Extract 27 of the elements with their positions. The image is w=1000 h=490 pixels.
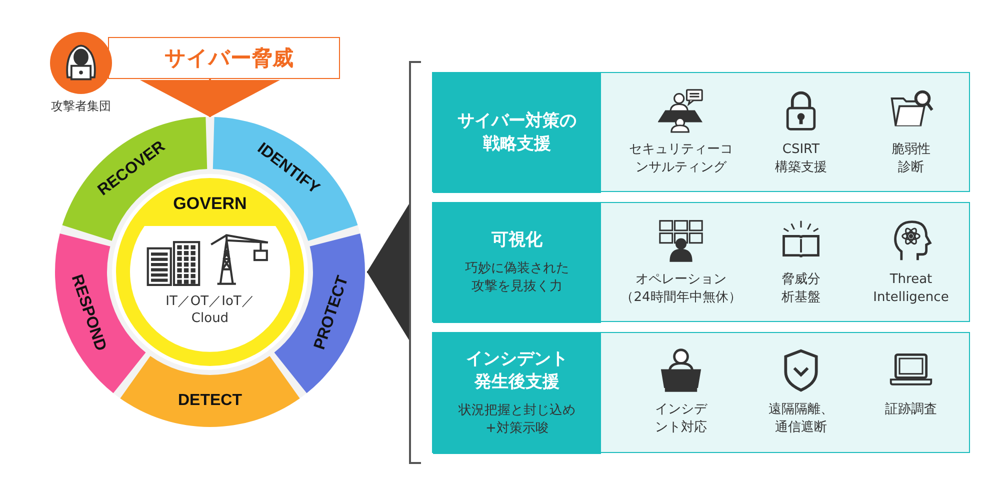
arrow: [140, 79, 280, 117]
service-row-panel: [432, 72, 970, 192]
item-label: インシデント対応: [654, 401, 708, 436]
node-label: 攻撃者集団: [50, 98, 112, 115]
item-label: Threat Intelligence: [872, 271, 950, 306]
item-label: 証跡調査: [884, 401, 938, 419]
service-row-panel: [432, 332, 970, 453]
item-label: オペレーション（24時間年中無休）: [620, 271, 742, 306]
segment-label: DETECT: [178, 392, 242, 410]
service-row-panel: [432, 202, 970, 322]
subheading-text: 状況把握と封じ込め+対策示唆: [457, 402, 576, 438]
heading-text: 可視化: [490, 229, 544, 252]
heading-panel: [433, 73, 601, 193]
heading-panel: [433, 333, 601, 454]
title-banner: サイバー脅威: [108, 37, 340, 79]
core-title: GOVERN: [172, 194, 248, 214]
heading-text: サイバー対策の戦略支援: [456, 110, 578, 156]
subheading-text: 巧妙に偽装された攻撃を見抜く力: [464, 260, 570, 296]
heading-text: インシデント発生後支援: [465, 348, 569, 394]
item-label: CSIRT 構築支援: [774, 141, 828, 176]
heading-panel: [433, 203, 601, 323]
item-label: セキュリティーコンサルティング: [628, 141, 734, 176]
arrow: [367, 204, 410, 340]
item-label: 脆弱性診断: [890, 141, 932, 176]
item-label: 脅威分析基盤: [780, 271, 822, 306]
environment-label: IT／OT／IoT／Cloud: [164, 294, 256, 328]
item-label: 遠隔隔離、通信遮断: [768, 401, 834, 436]
